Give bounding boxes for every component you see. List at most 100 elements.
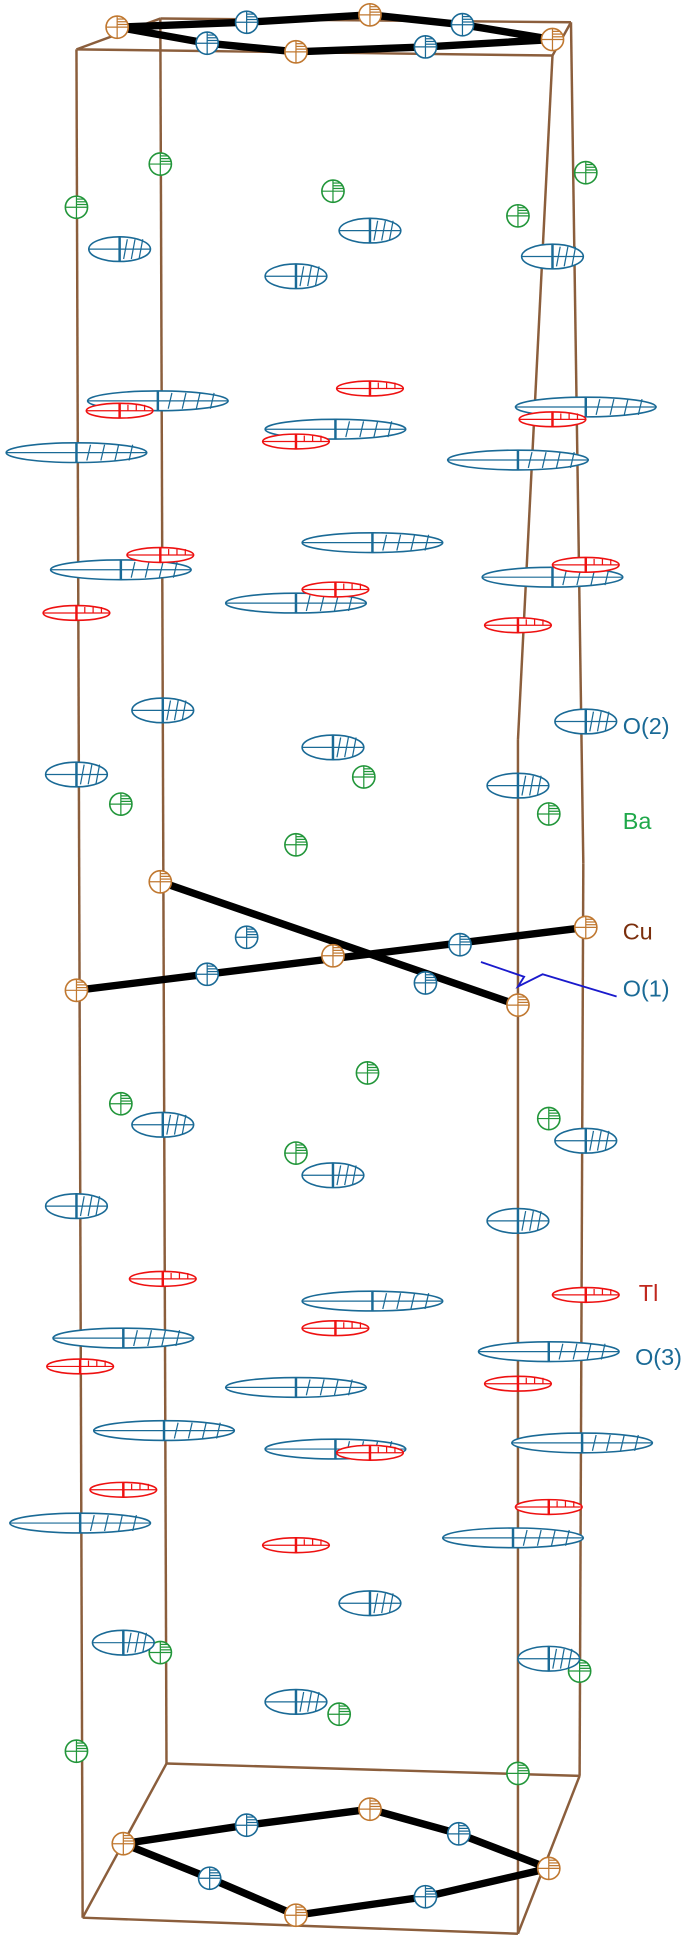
o2-atom [264,1688,328,1716]
tl-atom [301,1320,370,1337]
tl-atom [261,433,331,450]
ba-atom [148,152,173,176]
label-o2: O(2) [623,713,670,739]
label-ba: Ba [623,808,653,834]
ba-atom [148,1640,173,1665]
label-o1: O(1) [623,975,670,1001]
tl-atom [518,411,587,428]
tl-atom [335,380,405,397]
cu-atom [536,1856,561,1881]
tl-atom [551,1286,620,1304]
tl-atom [126,546,195,564]
o3-atom [49,559,192,581]
label-o3: O(3) [635,1344,682,1370]
tl-atom [483,1375,553,1392]
cu-atom [540,27,565,52]
o2-atom [131,697,195,724]
cu-atom [284,39,308,64]
o2-atom [264,263,328,290]
o2-atom [91,1629,155,1656]
o2-atom [44,1192,109,1220]
ba-atom [573,160,598,185]
o3-atom [446,449,590,471]
o3-atom [224,592,368,614]
o1-atom [448,932,472,957]
ba-atom [506,203,530,228]
o1-atom [234,10,259,35]
o1-atom [413,35,438,59]
ba-atom [108,792,133,816]
ba-atom [321,179,345,204]
cu-atom [573,915,598,940]
tl-atom [85,402,154,419]
o2-atom [486,1207,550,1235]
cu-atom [506,993,530,1018]
o3-atom [9,1512,152,1534]
o3-atom [477,1340,620,1363]
ba-atom [64,1739,89,1764]
o3-atom [510,1432,654,1454]
cell-edge [578,863,585,1776]
ba-atom [351,765,376,789]
tl-atom [261,1537,331,1554]
ba-atom [108,1091,133,1116]
cell-edge [516,55,554,741]
o2-atom [517,1645,581,1672]
cell-edge [516,1775,581,1935]
o3-atom [301,531,444,554]
cu-o-bond [159,878,520,1009]
o1-atom [195,962,220,987]
o3-atom [301,1290,444,1312]
cu-o-plane [121,1805,553,1919]
o3-atom [52,1327,195,1349]
o1-atom [197,1866,222,1891]
o1-atom [234,925,259,950]
ba-atom [536,802,561,826]
o3-atom [441,1527,585,1549]
tl-atom [42,604,111,622]
o2-atom [486,772,550,799]
o1-atom [446,1821,471,1846]
tl-atom [551,556,620,574]
ba-atom [64,195,89,220]
o1-atom [450,12,475,37]
o2-atom [44,761,109,788]
o2-atom [131,1111,195,1138]
cell-edge [569,22,585,864]
tl-atom [46,1358,115,1375]
o3-atom [92,1419,236,1442]
o1-atom [413,1884,438,1909]
o2-atom [338,1590,402,1617]
ba-atom [536,1106,561,1131]
tl-atom [89,1481,158,1498]
ba-atom [284,1141,308,1165]
o1-atom [234,1813,259,1838]
o1-atom [413,971,438,995]
o2-atom [520,243,585,270]
o3-atom [224,1376,368,1399]
o2-atom [87,236,152,263]
ba-atom [506,1761,530,1786]
o3-atom [5,441,148,464]
ba-atom [327,1702,352,1727]
ba-atom [284,832,308,857]
o1-pointer-line [480,961,617,998]
cu-atom [321,943,345,968]
o2-atom [301,734,365,761]
cu-atom [148,869,173,894]
cu-atom [111,1831,136,1856]
cu-atom [284,1903,308,1928]
o2-atom [301,1162,365,1189]
cu-atom [105,15,130,40]
tl-atom [128,1270,197,1288]
tl-atom [301,581,370,598]
ba-atom [355,1061,380,1085]
tl-atom [483,617,553,634]
label-cu: Cu [623,919,653,945]
cu-atom [358,2,382,27]
o2-atom [338,217,402,244]
o2-atom [554,708,618,735]
tl-atom [335,1444,405,1461]
